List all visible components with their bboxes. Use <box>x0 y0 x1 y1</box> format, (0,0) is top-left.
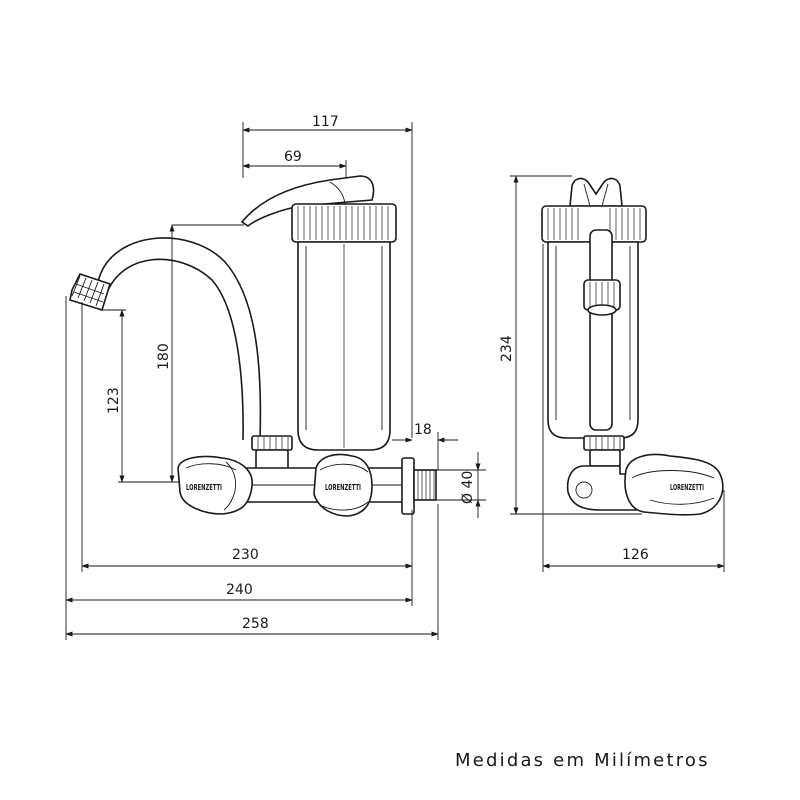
dim-240: 240 <box>226 582 253 598</box>
dim-234: 234 <box>499 335 515 362</box>
side-dimensions: 234 126 <box>499 175 725 572</box>
dim-18: 18 <box>414 422 432 438</box>
center-handle: LORENZETTI <box>313 453 373 517</box>
center-handle-logo: LORENZETTI <box>325 483 361 492</box>
filter-body <box>240 175 397 451</box>
dim-258: 258 <box>242 616 269 632</box>
front-view: LORENZETTI LORENZETTI <box>69 175 437 517</box>
left-handle: LORENZETTI <box>177 455 253 515</box>
spout <box>69 237 262 441</box>
dim-230: 230 <box>232 547 259 563</box>
side-view: LORENZETTI <box>541 177 724 516</box>
dim-180: 180 <box>156 343 172 370</box>
dim-126: 126 <box>622 547 649 563</box>
front-dimensions: 117 69 180 123 18 Ø 40 230 <box>65 114 486 640</box>
dim-40: Ø 40 <box>460 471 476 504</box>
left-handle-logo: LORENZETTI <box>186 483 222 492</box>
spout-collar <box>251 435 293 471</box>
dim-69: 69 <box>284 149 302 165</box>
dim-117: 117 <box>312 114 339 130</box>
side-handle-logo: LORENZETTI <box>670 483 704 492</box>
dim-123: 123 <box>106 387 122 414</box>
wall-connection <box>401 457 437 515</box>
units-caption: Medidas em Milímetros <box>455 750 710 771</box>
